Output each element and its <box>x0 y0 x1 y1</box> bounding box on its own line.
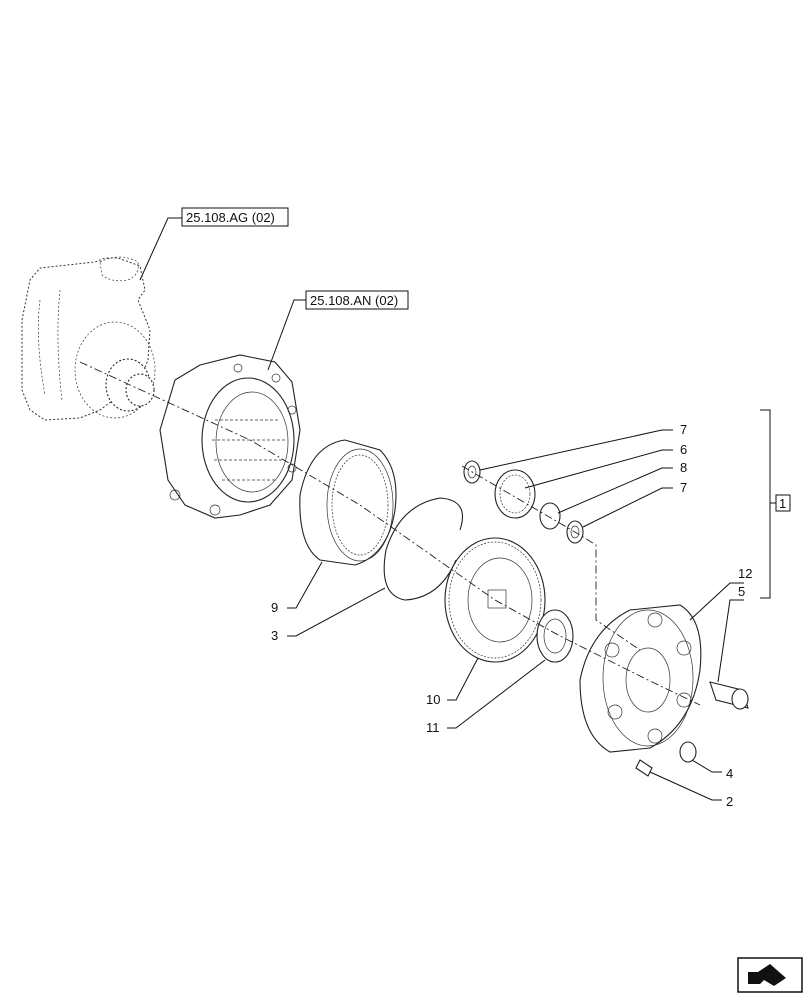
ref-box-axle <box>181 207 289 227</box>
bearing-nut-drawing <box>536 609 574 663</box>
group-bracket <box>760 409 771 599</box>
callout-7-bottom[interactable]: 7 <box>680 480 687 495</box>
hub-housing-drawing <box>159 354 301 519</box>
ref-hub[interactable]: 25.108.AN (02) <box>310 293 398 308</box>
callout-4[interactable]: 4 <box>726 766 733 781</box>
ref-hub-leader <box>267 299 306 371</box>
callout-5[interactable]: 5 <box>738 584 745 599</box>
next-page-arrow-icon[interactable] <box>737 957 803 993</box>
planet-gear-set-drawing <box>463 460 584 544</box>
callout-6[interactable]: 6 <box>680 442 687 457</box>
callout-leaders <box>287 429 744 801</box>
axis-line <box>79 361 701 706</box>
plug-drawing <box>679 741 697 763</box>
pin-drawing <box>709 681 749 710</box>
planet-carrier-drawing <box>444 537 546 663</box>
callout-2[interactable]: 2 <box>726 794 733 809</box>
carrier-housing-drawing <box>579 604 702 753</box>
callout-8[interactable]: 8 <box>680 460 687 475</box>
axis-line-planet <box>461 465 641 651</box>
callout-12[interactable]: 12 <box>738 566 752 581</box>
callout-10[interactable]: 10 <box>426 692 440 707</box>
axle-housing-drawing <box>21 256 156 421</box>
ref-axle-leader <box>139 217 182 281</box>
callout-3[interactable]: 3 <box>271 628 278 643</box>
group-label: 1 <box>779 496 786 511</box>
callout-11[interactable]: 11 <box>426 720 440 735</box>
callout-7-top[interactable]: 7 <box>680 422 687 437</box>
group-label-box <box>775 494 791 512</box>
snap-ring-drawing <box>383 497 464 601</box>
ref-axle-housing[interactable]: 25.108.AG (02) <box>186 210 275 225</box>
ring-gear-drawing <box>299 439 397 566</box>
bolt-drawing <box>635 759 653 777</box>
callout-9[interactable]: 9 <box>271 600 278 615</box>
